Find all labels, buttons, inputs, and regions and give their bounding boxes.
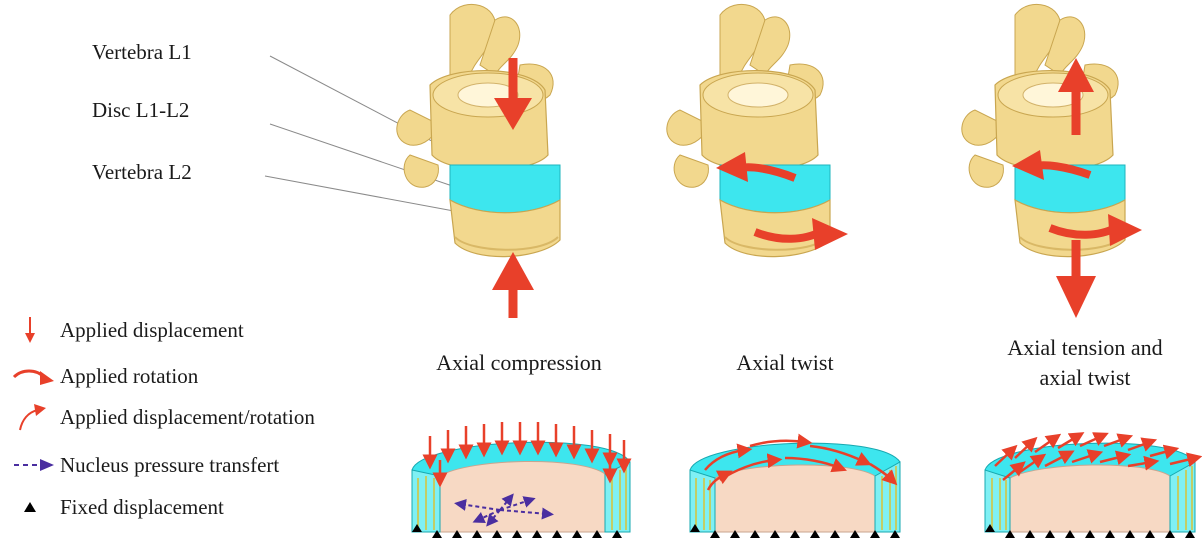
caption-axial-twist: Axial twist bbox=[690, 348, 880, 378]
caption-line-1: Axial tension and bbox=[970, 333, 1200, 363]
disc-model-compression bbox=[412, 422, 630, 538]
legend-item-fixed-displacement: Fixed displacement bbox=[12, 492, 224, 522]
spine-compression bbox=[397, 4, 560, 256]
caption-line-2: axial twist bbox=[970, 363, 1200, 393]
legend-item-applied-rotation: Applied rotation bbox=[12, 361, 198, 391]
curved-red-arrow-icon bbox=[12, 361, 56, 391]
disc-model-tension-twist bbox=[985, 436, 1195, 538]
spine-twist bbox=[667, 4, 830, 256]
legend-label: Applied rotation bbox=[60, 364, 198, 389]
spine-tension-twist bbox=[962, 4, 1125, 256]
black-triangle-icon bbox=[12, 492, 56, 522]
dashed-purple-arrow-icon bbox=[12, 450, 56, 480]
bent-red-arrow-icon bbox=[12, 402, 56, 432]
straight-red-arrow-icon bbox=[12, 315, 56, 345]
caption-axial-compression: Axial compression bbox=[404, 348, 634, 378]
legend-item-applied-displacement-rotation: Applied displacement/rotation bbox=[12, 402, 315, 432]
legend-label: Fixed displacement bbox=[60, 495, 224, 520]
legend-label: Applied displacement/rotation bbox=[60, 405, 315, 430]
legend-label: Nucleus pressure transfert bbox=[60, 453, 279, 478]
legend-label: Applied displacement bbox=[60, 318, 244, 343]
caption-axial-tension-and-twist: Axial tension and axial twist bbox=[970, 333, 1200, 393]
legend-item-nucleus-pressure: Nucleus pressure transfert bbox=[12, 450, 279, 480]
disc-model-twist bbox=[690, 441, 900, 538]
legend-item-applied-displacement: Applied displacement bbox=[12, 315, 244, 345]
